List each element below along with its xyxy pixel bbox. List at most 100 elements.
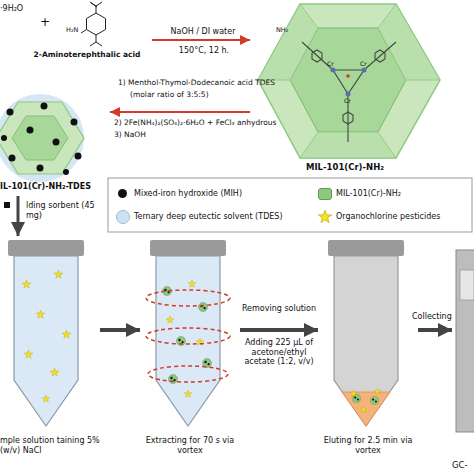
annotation-text: 3) NaOH (114, 130, 146, 139)
annotation-text: NH₂ (276, 27, 288, 35)
drawing-part (156, 256, 220, 426)
drawing-part (328, 240, 404, 426)
drawing-part (166, 316, 174, 323)
legend-swatch (116, 210, 130, 224)
drawing-part (302, 42, 333, 70)
drawing-part (96, 35, 97, 42)
legend-swatch (118, 189, 127, 198)
drawing-part (146, 240, 230, 426)
drawing-part (90, 2, 96, 6)
reactant-structure: 2-Aminoterephthalic acid (22, 0, 152, 62)
annotation-text: Cr (344, 97, 351, 104)
legend-swatch-frame (318, 210, 332, 224)
drawing-part (53, 139, 60, 146)
drawing-part (370, 396, 378, 404)
drawing-part (328, 240, 404, 256)
drawing-part (146, 328, 230, 344)
flow-arrow (100, 328, 140, 332)
drawing-part (50, 368, 59, 376)
drawing-part (150, 240, 226, 256)
drawing-part (96, 2, 102, 6)
drawing-part (333, 70, 364, 94)
drawing-part (63, 169, 69, 175)
flow-arrow (17, 196, 20, 236)
drawing-part (374, 388, 381, 394)
drawing-part (199, 303, 208, 312)
node-label: MIL-101(Cr)-NH₂ (250, 162, 440, 172)
drawing-part (24, 350, 33, 358)
annotation-text: (molar ratio of 3:5:5) (130, 90, 209, 99)
drawing-part (4, 202, 10, 208)
drawing-part (12, 116, 68, 160)
node-label: GC- (452, 460, 468, 470)
drawing-part (8, 240, 84, 426)
drawing-part (360, 406, 367, 412)
drawing-part (9, 155, 16, 162)
flow-arrow (110, 111, 250, 113)
node-label: mple solution taining 5% (w/v) NaCl (0, 436, 100, 455)
arrow-label: Removing solution (240, 304, 318, 314)
drawing-part (7, 109, 14, 116)
drawing-part (37, 165, 44, 172)
drawing-part (302, 42, 396, 142)
drawing-part (71, 119, 78, 126)
drawing-part (146, 290, 230, 382)
legend-label: MIL-101(Cr)-NH₂ (336, 189, 401, 199)
drawing-part (342, 392, 390, 426)
drawing-part (312, 50, 322, 62)
elution-tube: Eluting for 2.5 min via vortex (318, 236, 418, 474)
drawing-part (108, 178, 472, 232)
drawing-part (42, 395, 50, 402)
annotation-text: 2) 2Fe(NH₄)₂(SO₄)₂·6H₂O + FeCl₃ anhydrou… (114, 118, 276, 127)
drawing-part (362, 68, 367, 73)
node-label: IL-101(Cr)-NH₂-TDES (0, 182, 91, 192)
annotation-text: Cr (327, 60, 334, 67)
flow-arrow (418, 328, 452, 332)
drawing-part (375, 50, 385, 62)
drawing-part (90, 42, 96, 46)
sample-tube: mple solution taining 5% (w/v) NaCl (0, 236, 100, 474)
drawing-part (96, 42, 102, 46)
drawing-part (146, 290, 230, 306)
drawing-part (352, 394, 360, 402)
drawing-part (460, 270, 474, 300)
node-label: Extracting for 70 s via vortex (140, 436, 240, 455)
gc-instrument: GC- (452, 250, 474, 474)
vortex-tube: Extracting for 70 s via vortex (140, 236, 240, 474)
drawing-part (41, 103, 48, 110)
legend-label: Organochlorine pesticides (336, 212, 440, 222)
drawing-part (62, 330, 71, 338)
drawing-part (188, 280, 196, 287)
annotation-text: + (40, 15, 50, 29)
drawing-part (0, 94, 84, 182)
drawing-part (346, 92, 351, 97)
flow-arrow (240, 328, 318, 332)
drawing-part (364, 42, 396, 70)
drawing-part (456, 250, 474, 432)
drawing-part (91, 3, 97, 7)
drawing-part (258, 4, 440, 158)
annotation-text: 150°C, 12 h. (160, 46, 248, 56)
composite-sorbent: IL-101(Cr)-NH₂-TDES (0, 96, 110, 196)
drawing-part (184, 390, 192, 397)
drawing-part (75, 153, 82, 160)
annotation-text: 1) Menthol-Thymol-Dodecanoic acid TDES (118, 78, 275, 87)
annotation-text: ·9H₂O (0, 4, 23, 14)
drawing-part (87, 13, 106, 35)
legend-label: Mixed-iron hydroxide (MIH) (134, 189, 242, 199)
drawing-part (350, 390, 357, 396)
legend-swatch (318, 188, 332, 200)
arrow-label: NaOH / DI water (156, 27, 250, 37)
annotation-text: Adding 225 µL of acetone/ethyl acetate (… (236, 338, 322, 367)
drawing-part (81, 2, 106, 46)
legend-swatch (318, 210, 331, 223)
flow-arrow (152, 39, 250, 41)
arrow-label: lding sorbent (45 mg) (26, 201, 104, 220)
drawing-part (81, 30, 87, 34)
drawing-part (343, 112, 353, 124)
drawing-part (334, 256, 398, 426)
annotation-text: H₂N (66, 27, 78, 35)
drawing-part (14, 256, 78, 426)
